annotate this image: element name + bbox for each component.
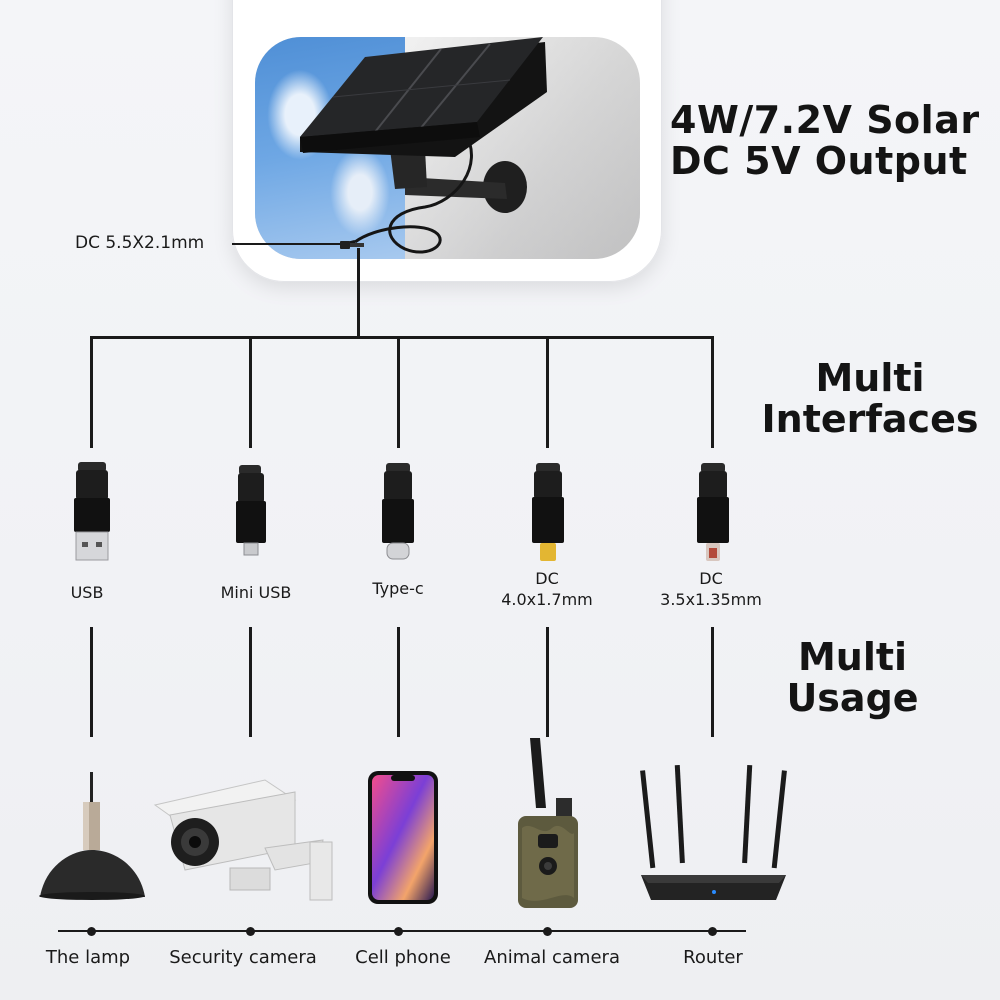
branch-line-dc-4 xyxy=(546,336,549,448)
connector-label-type-c: Type-c xyxy=(333,579,463,600)
connector-name: Type-c xyxy=(372,579,424,598)
connector-size: 4.0x1.7mm xyxy=(501,589,593,609)
usage-heading-line-2: Usage xyxy=(786,676,919,721)
interfaces-heading-line-2: Interfaces xyxy=(761,397,979,442)
interfaces-heading: Multi Interfaces xyxy=(760,356,980,442)
device-dot-cell-phone xyxy=(394,927,403,936)
connector-label-dc-3: DC 3.5x1.35mm xyxy=(646,569,776,611)
branch-bar xyxy=(90,336,714,339)
solar-panel-image xyxy=(300,37,547,254)
usage-heading-line-1: Multi xyxy=(797,635,908,679)
usage-line-security-camera xyxy=(249,627,252,737)
connector-name: DC xyxy=(699,569,723,588)
interfaces-heading-line-1: Multi xyxy=(815,356,925,400)
security-camera-icon xyxy=(153,779,333,901)
usage-line-router xyxy=(711,627,714,737)
label-leader-line xyxy=(232,243,340,245)
branch-line-type-c xyxy=(397,336,400,448)
device-label-cell-phone: Cell phone xyxy=(355,947,451,968)
device-label-router: Router xyxy=(683,947,743,968)
device-label-security-camera: Security camera xyxy=(169,947,317,968)
connector-label-usb: USB xyxy=(22,583,152,604)
usb-connector-icon xyxy=(74,462,110,561)
connector-label-dc-4: DC 4.0x1.7mm xyxy=(482,569,612,611)
connector-name: Mini USB xyxy=(220,583,292,602)
device-label-lamp: The lamp xyxy=(45,947,131,968)
dc-4-connector-icon xyxy=(532,463,564,561)
animal-camera-icon xyxy=(518,738,578,908)
usage-line-animal-camera xyxy=(546,627,549,737)
title-line-1: 4W/7.2V Solar xyxy=(670,98,980,142)
dc-3-connector-icon xyxy=(697,463,729,561)
branch-line-dc-3 xyxy=(711,336,714,448)
product-title: 4W/7.2V Solar DC 5V Output xyxy=(670,98,980,184)
lamp-icon xyxy=(39,772,145,900)
usage-line-lamp xyxy=(90,627,93,737)
usage-line-cell-phone xyxy=(397,627,400,737)
device-label-animal-camera: Animal camera xyxy=(484,947,620,968)
device-dot-router xyxy=(708,927,717,936)
input-connector-label: DC 5.5X2.1mm xyxy=(75,233,205,253)
branch-line-mini-usb xyxy=(249,336,252,448)
branch-line-usb xyxy=(90,336,93,448)
dc-plug-icon xyxy=(340,241,364,249)
product-photo xyxy=(255,37,640,259)
mini-usb-connector-icon xyxy=(236,465,266,556)
device-dot-animal-camera xyxy=(543,927,552,936)
trunk-line xyxy=(357,248,360,338)
connector-size: 3.5x1.35mm xyxy=(660,589,762,609)
connector-name: USB xyxy=(70,583,104,602)
router-icon xyxy=(640,765,787,900)
connector-name: DC xyxy=(535,569,559,588)
device-dot-lamp xyxy=(87,927,96,936)
type-c-connector-icon xyxy=(382,463,414,560)
title-line-2: DC 5V Output xyxy=(670,139,968,184)
device-dot-security-camera xyxy=(246,927,255,936)
cell-phone-icon xyxy=(368,771,438,904)
usage-heading: Multi Usage xyxy=(770,635,935,721)
connector-label-mini-usb: Mini USB xyxy=(191,583,321,604)
